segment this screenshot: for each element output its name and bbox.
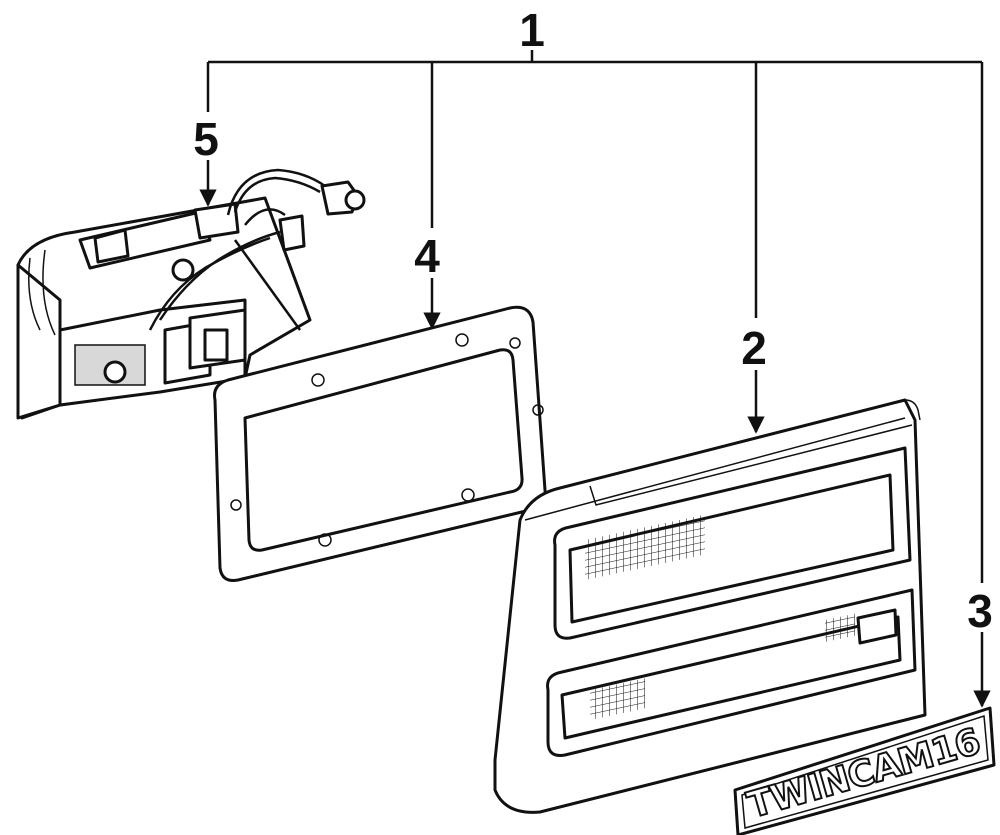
- callout-5: 5: [193, 113, 219, 165]
- lens: [493, 398, 927, 814]
- callout-3: 3: [967, 585, 993, 637]
- callout-1: 1: [519, 4, 545, 56]
- socket-housing: [16, 168, 366, 420]
- leader-lines: [199, 50, 991, 708]
- callout-2: 2: [741, 322, 767, 374]
- callout-4: 4: [414, 230, 440, 282]
- gasket: [213, 305, 547, 582]
